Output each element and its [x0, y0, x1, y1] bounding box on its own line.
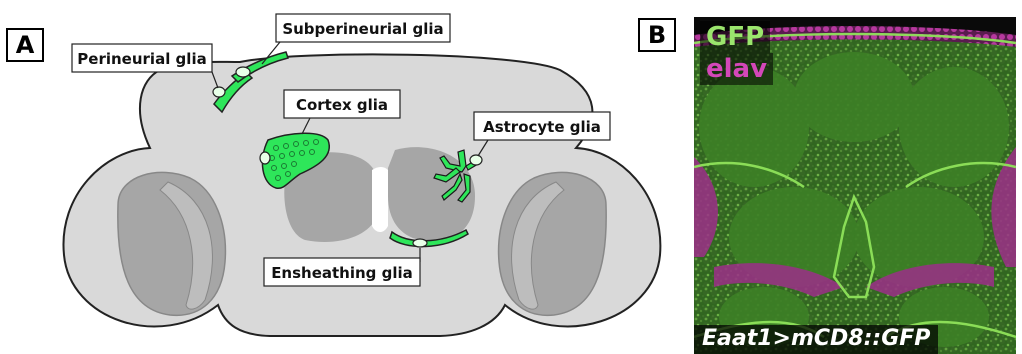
panel-label-b: B: [638, 18, 676, 52]
glia-diagram: Perineurial glia Subperineurial glia Cor…: [0, 0, 690, 354]
callout-astrocyte-text: Astrocyte glia: [483, 118, 601, 136]
callout-subperineurial: Subperineurial glia: [276, 14, 450, 42]
callout-ensheathing: Ensheathing glia: [264, 258, 420, 286]
micrograph-caption: Eaat1>mCD8::GFP: [694, 325, 938, 354]
callout-cortex-text: Cortex glia: [296, 96, 388, 114]
optic-lobe-right: [499, 172, 607, 315]
optic-lobe-left: [118, 172, 226, 315]
callout-perineurial-text: Perineurial glia: [77, 50, 206, 68]
micrograph: GFP elav Eaat1>mCD8::GFP: [694, 17, 1016, 354]
callout-astrocyte: Astrocyte glia: [474, 112, 610, 140]
callout-ensheathing-text: Ensheathing glia: [271, 264, 413, 282]
legend-gfp: GFP: [700, 21, 770, 53]
midline-cleft: [372, 167, 388, 232]
callout-subperineurial-text: Subperineurial glia: [282, 20, 443, 38]
callout-perineurial: Perineurial glia: [72, 44, 212, 72]
callout-cortex: Cortex glia: [284, 90, 400, 118]
legend-elav: elav: [700, 53, 773, 85]
